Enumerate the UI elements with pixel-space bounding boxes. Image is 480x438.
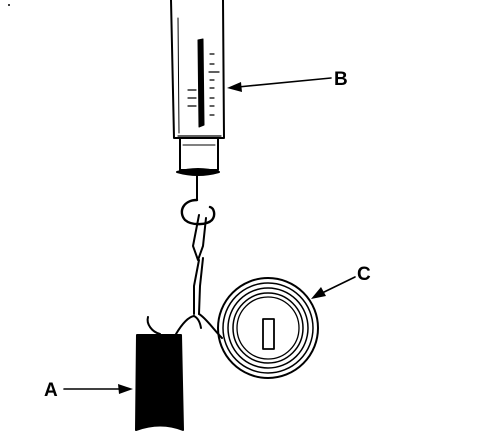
callout-label-b: B (334, 69, 348, 90)
scale-tube (170, 0, 225, 139)
holder-rod (135, 315, 202, 431)
arrow-a-head (118, 384, 133, 394)
coil-tail (198, 313, 223, 339)
arrow-b-line (237, 77, 332, 88)
arrow-c-head (311, 287, 326, 299)
rod-body (135, 334, 184, 431)
scale-pointer-bar (197, 38, 205, 128)
chain-link-upper (192, 214, 207, 261)
coil-turn-2 (222, 282, 314, 374)
chain-link (192, 214, 207, 315)
leader-arrows (63, 77, 356, 394)
coil-arbor (262, 318, 275, 350)
chain-link-wire (193, 259, 200, 315)
rod-hook-top (193, 315, 202, 329)
coil-turn-3 (227, 287, 309, 369)
scale-graduations (187, 53, 220, 116)
coil-turn-1 (217, 277, 319, 379)
spring-scale (170, 0, 225, 226)
scale-hook-ring (176, 168, 220, 176)
scale-collar (179, 138, 219, 171)
coil-turn-5 (236, 296, 300, 360)
coil-spring (198, 277, 319, 379)
rod-hook-wire (146, 315, 195, 335)
scale-hook (180, 198, 216, 226)
scale-inner-line (177, 17, 180, 134)
speck (8, 4, 10, 6)
callout-label-c: C (357, 264, 371, 285)
coil-turn-4 (232, 292, 304, 364)
arrow-b-head (227, 82, 242, 92)
callout-label-a: A (44, 380, 58, 401)
arrow-c-line (319, 276, 356, 295)
chain-link-wire-2 (198, 257, 204, 315)
